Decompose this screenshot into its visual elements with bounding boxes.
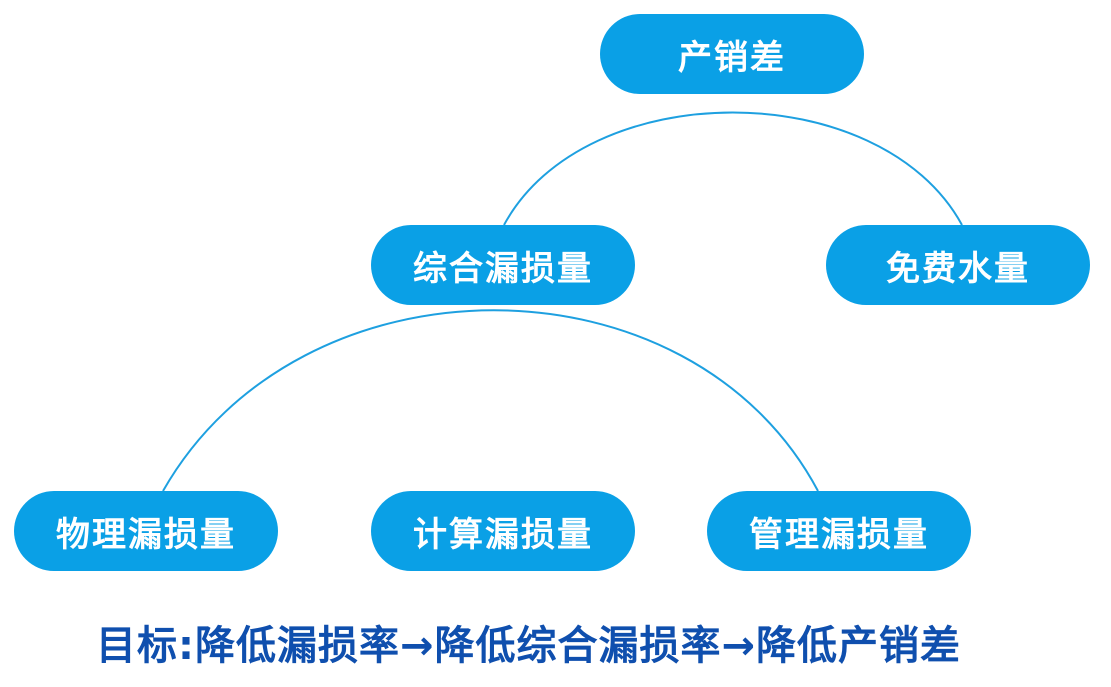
node-label: 物理漏损量 — [56, 514, 236, 555]
node-label: 综合漏损量 — [413, 248, 593, 289]
node-label: 产销差 — [678, 37, 786, 78]
arc-level2-to-level3 — [162, 309, 819, 492]
node-zonghe-lousun: 综合漏损量 — [371, 225, 635, 305]
node-label: 计算漏损量 — [413, 514, 593, 555]
node-mianfei-shuiliang: 免费水量 — [826, 225, 1090, 305]
goal-statement: 目标:降低漏损率→降低综合漏损率→降低产销差 — [96, 623, 962, 669]
node-wuli-lousun: 物理漏损量 — [14, 491, 278, 571]
node-chanxiaocha: 产销差 — [600, 14, 864, 94]
node-label: 管理漏损量 — [749, 514, 929, 555]
node-label: 免费水量 — [886, 248, 1030, 289]
node-guanli-lousun: 管理漏损量 — [707, 491, 971, 571]
node-jisuan-lousun: 计算漏损量 — [371, 491, 635, 571]
arc-top-to-level2 — [503, 111, 963, 226]
